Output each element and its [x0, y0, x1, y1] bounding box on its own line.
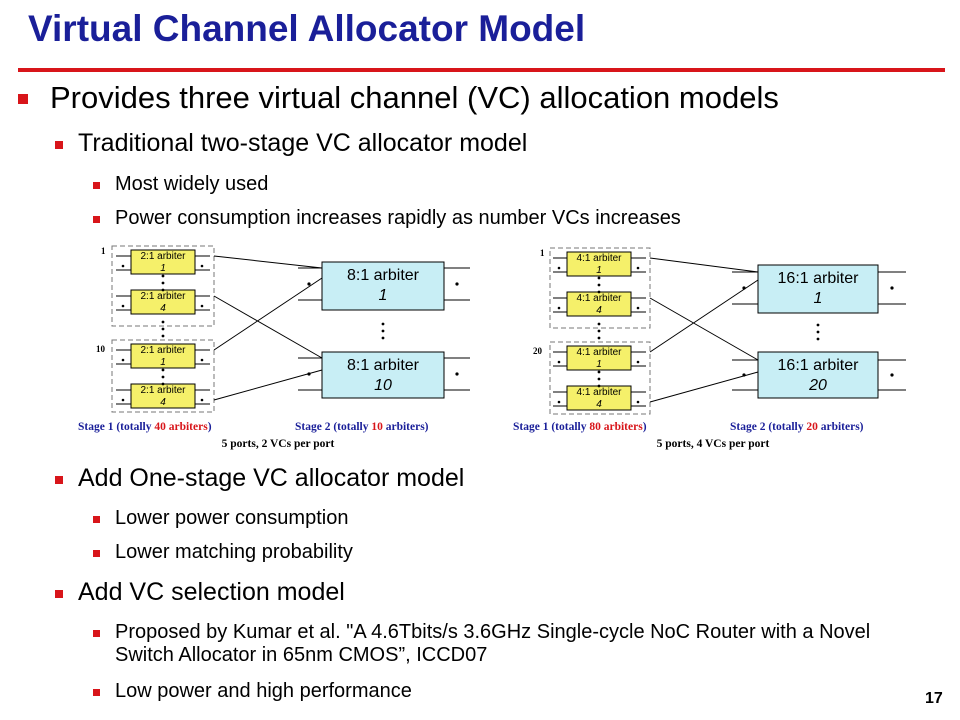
small-arbiter-index: 1 — [596, 265, 602, 276]
square-bullet-icon — [55, 476, 63, 484]
small-arbiter-label: 4:1 arbiter — [576, 347, 622, 358]
square-bullet-icon — [93, 550, 100, 557]
small-arbiter-index: 4 — [596, 305, 602, 316]
group-first-label: 1 — [540, 248, 545, 258]
square-bullet-icon — [93, 516, 100, 523]
small-arbiter-box — [130, 249, 196, 275]
small-arbiter-box — [566, 291, 632, 317]
large-arbiter-index: 1 — [814, 290, 823, 307]
group-last-label: 20 — [533, 346, 543, 356]
small-arbiter-box — [566, 385, 632, 411]
small-arbiter-label: 2:1 arbiter — [140, 291, 186, 302]
stage2-caption: Stage 2 (totally 20 arbiters) — [730, 421, 864, 433]
small-arbiter-index: 1 — [596, 359, 602, 370]
large-arbiter-index: 20 — [808, 377, 827, 394]
bullet-text: Provides three virtual channel (VC) allo… — [50, 80, 779, 115]
square-bullet-icon — [18, 94, 28, 104]
slide-title: Virtual Channel Allocator Model — [28, 8, 586, 49]
square-bullet-icon — [55, 590, 63, 598]
bullet-text: Most widely used — [115, 173, 269, 195]
small-arbiter-index: 1 — [160, 357, 166, 368]
square-bullet-icon — [93, 182, 100, 189]
arbiter-group-first — [111, 245, 215, 327]
title-rule — [18, 68, 945, 72]
bullet-text: Low power and high performance — [115, 680, 412, 702]
bullet-text: Power consumption increases rapidly as n… — [115, 207, 681, 229]
bullet-vc-selection: Add VC selection model — [55, 578, 345, 607]
small-arbiter-label: 4:1 arbiter — [576, 293, 622, 304]
large-arbiter-box — [757, 351, 879, 399]
stage2-caption: Stage 2 (totally 10 arbiters) — [295, 421, 429, 433]
small-arbiter-box — [566, 251, 632, 277]
bullet-text: Lower matching probability — [115, 541, 353, 563]
arbiter-group-first — [549, 247, 651, 329]
large-arbiter-box — [321, 351, 445, 399]
large-arbiter-label: 16:1 arbiter — [778, 270, 860, 287]
square-bullet-icon — [93, 689, 100, 696]
small-arbiter-index: 1 — [160, 263, 166, 274]
config-caption: 5 ports, 4 VCs per port — [657, 438, 770, 450]
arbiter-group-last — [111, 339, 215, 413]
small-arbiter-box — [566, 345, 632, 371]
bullet-text: Add One-stage VC allocator model — [78, 464, 465, 492]
small-arbiter-label: 2:1 arbiter — [140, 251, 186, 262]
group-last-label: 10 — [96, 344, 106, 354]
bullet-text: Proposed by Kumar et al. "A 4.6Tbits/s 3… — [115, 621, 871, 666]
bullet-lower-power: Lower power consumption — [93, 507, 349, 530]
small-arbiter-index: 4 — [160, 303, 166, 314]
config-caption: 5 ports, 2 VCs per port — [222, 438, 335, 450]
small-arbiter-index: 4 — [596, 399, 602, 410]
bullet-low-power-high-perf: Low power and high performance — [93, 680, 412, 703]
small-arbiter-label: 4:1 arbiter — [576, 253, 622, 264]
small-arbiter-box — [130, 343, 196, 369]
bullet-lower-matching: Lower matching probability — [93, 541, 353, 564]
square-bullet-icon — [55, 141, 63, 149]
large-arbiter-index: 1 — [379, 287, 388, 304]
arbiter-group-last — [549, 341, 651, 415]
diagram-right-two-stage-4vc: 1 20 4:1 arbiter 1 4:1 arbiter 4 4:1 arb… — [513, 247, 906, 450]
bullet-text: Traditional two-stage VC allocator model — [78, 129, 528, 157]
large-arbiter-box — [757, 264, 879, 314]
bullet-kumar-reference: Proposed by Kumar et al. "A 4.6Tbits/s 3… — [93, 621, 885, 667]
large-arbiter-label: 8:1 arbiter — [347, 357, 420, 374]
bullet-most-used: Most widely used — [93, 173, 269, 196]
small-arbiter-label: 2:1 arbiter — [140, 385, 186, 396]
bullet-text: Lower power consumption — [115, 507, 349, 529]
small-arbiter-label: 2:1 arbiter — [140, 345, 186, 356]
stage1-caption: Stage 1 (totally 40 arbiters) — [78, 421, 212, 433]
bullet-three-models: Provides three virtual channel (VC) allo… — [18, 80, 779, 116]
vc-allocator-diagrams: 1 10 2:1 arbiter 1 2:1 arbiter 4 2:1 arb… — [78, 245, 906, 450]
bullet-one-stage: Add One-stage VC allocator model — [55, 464, 465, 493]
diagram-left-two-stage-2vc: 1 10 2:1 arbiter 1 2:1 arbiter 4 2:1 arb… — [78, 245, 470, 450]
square-bullet-icon — [93, 630, 100, 637]
small-arbiter-label: 4:1 arbiter — [576, 387, 622, 398]
large-arbiter-box — [321, 261, 445, 311]
bullet-two-stage: Traditional two-stage VC allocator model — [55, 129, 528, 158]
small-arbiter-box — [130, 383, 196, 409]
large-arbiter-index: 10 — [374, 377, 392, 394]
stage1-caption: Stage 1 (totally 80 arbiters) — [513, 421, 647, 433]
square-bullet-icon — [93, 216, 100, 223]
large-arbiter-label: 8:1 arbiter — [347, 267, 420, 284]
page-number: 17 — [925, 690, 943, 707]
group-first-label: 1 — [101, 246, 106, 256]
small-arbiter-index: 4 — [160, 397, 166, 408]
large-arbiter-label: 16:1 arbiter — [778, 357, 860, 374]
bullet-text: Add VC selection model — [78, 578, 345, 606]
bullet-power-increase: Power consumption increases rapidly as n… — [93, 207, 681, 230]
